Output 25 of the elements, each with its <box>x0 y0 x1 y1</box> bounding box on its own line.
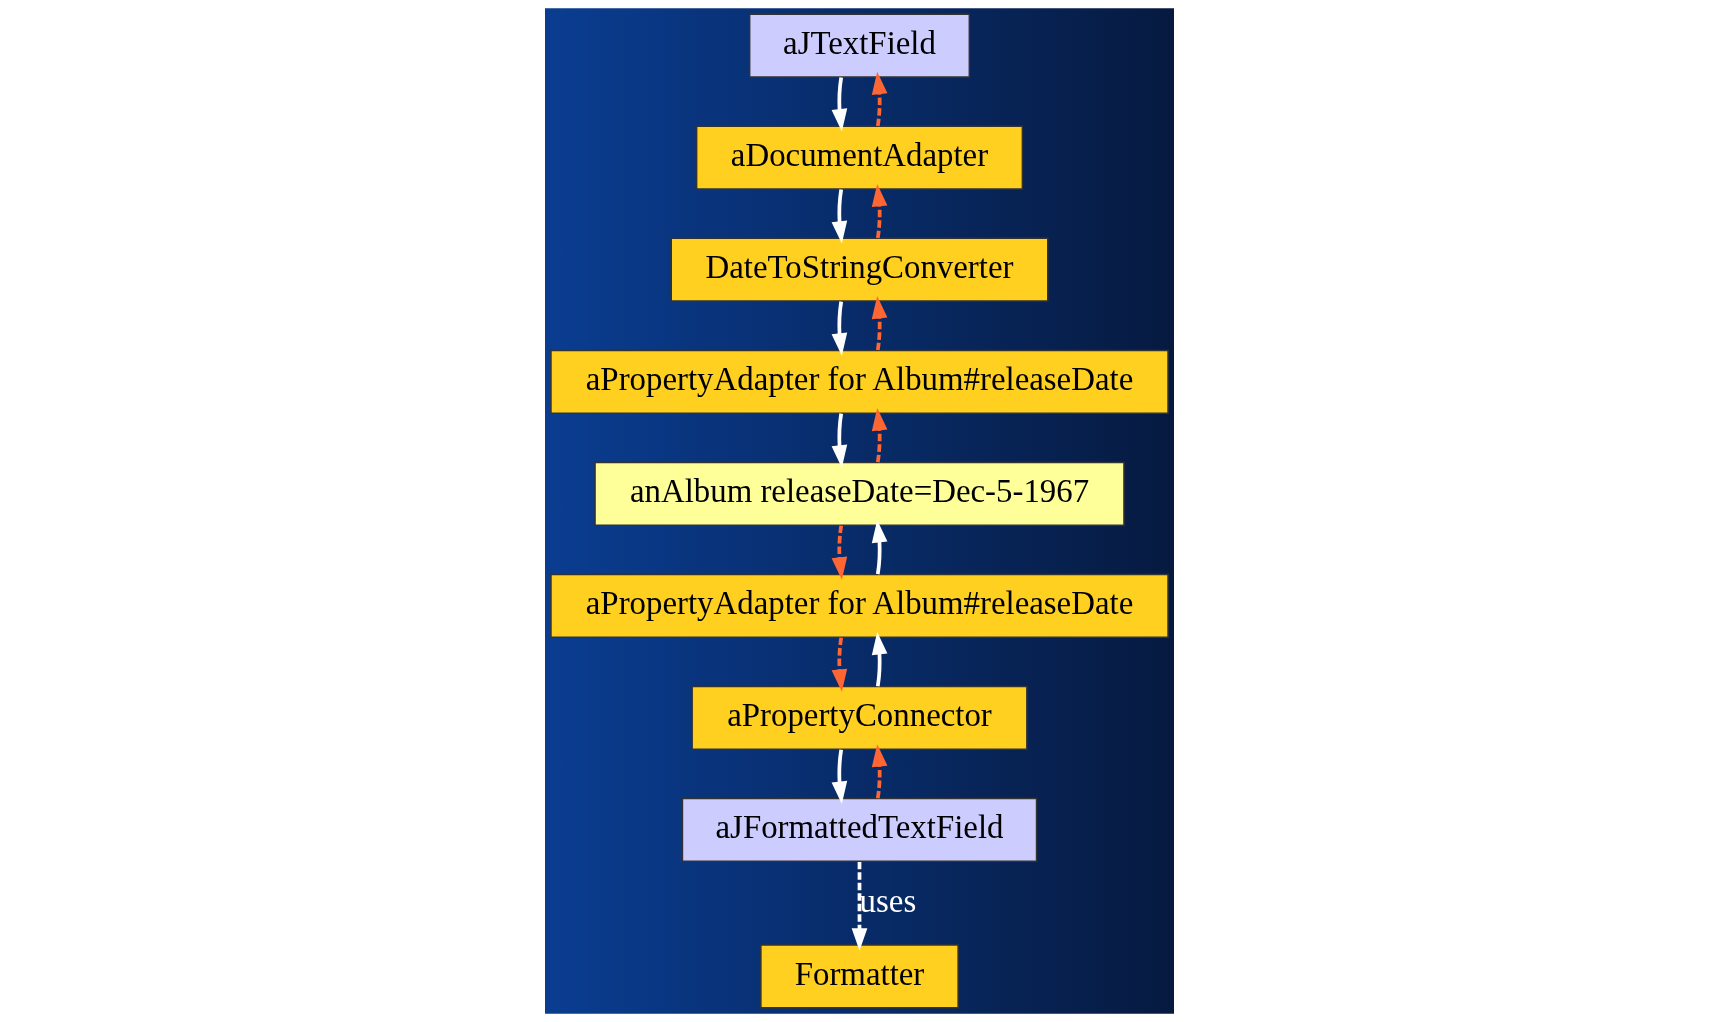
arrow <box>871 408 888 463</box>
edge-label: uses <box>859 882 917 919</box>
arrow <box>831 77 848 132</box>
node-box: aDocumentAdapter <box>695 125 1024 190</box>
node-box: aPropertyConnector <box>691 685 1028 751</box>
arrow <box>871 744 888 799</box>
arrow <box>831 413 848 468</box>
node-box: Formatter <box>760 944 959 1009</box>
arrow <box>831 525 848 580</box>
node-box: DateToStringConverter <box>670 237 1049 302</box>
arrow <box>871 632 888 687</box>
arrow <box>831 749 848 804</box>
node-box: aJTextField <box>748 13 971 78</box>
node-box: aJFormattedTextField <box>681 797 1038 863</box>
arrow <box>851 861 868 951</box>
arrow <box>871 520 888 575</box>
arrow <box>871 71 888 127</box>
arrow <box>831 637 848 692</box>
node-box: anAlbum releaseDate=Dec-5-1967 <box>594 461 1125 526</box>
node-box: aPropertyAdapter for Album#releaseDate <box>550 349 1169 414</box>
arrow <box>831 301 848 356</box>
arrow <box>871 183 888 239</box>
arrow <box>831 189 848 244</box>
arrow <box>871 295 888 351</box>
node-box: aPropertyAdapter for Album#releaseDate <box>550 573 1169 638</box>
